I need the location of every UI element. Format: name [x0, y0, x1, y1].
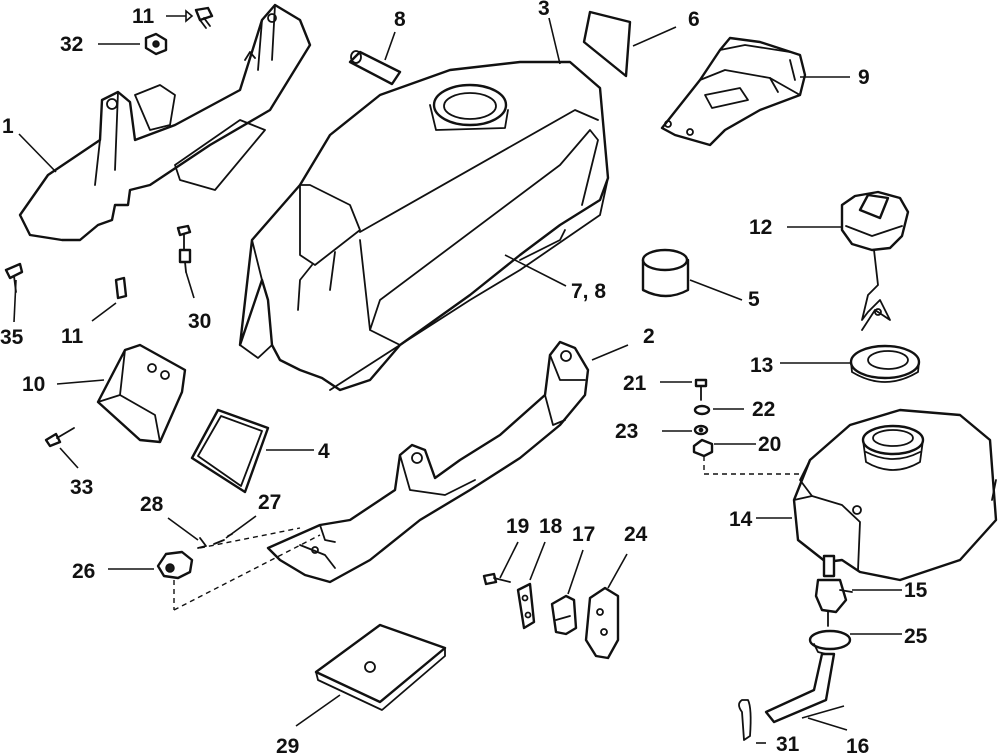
callout-6: 6 — [688, 8, 700, 31]
assembly-line-20 — [703, 456, 861, 500]
callout-35: 35 — [0, 326, 24, 349]
assembly-line-26 — [173, 534, 321, 611]
callout-15: 15 — [904, 579, 928, 602]
callout-31: 31 — [776, 733, 800, 756]
callout-11-mid: 11 — [61, 325, 84, 348]
part-32-nut — [144, 32, 168, 56]
callout-19: 19 — [506, 515, 529, 538]
part-23-washer — [693, 424, 709, 436]
callout-13: 13 — [750, 354, 773, 377]
part-20-nut — [692, 438, 714, 458]
callout-12: 12 — [749, 216, 772, 239]
part-28-pin — [197, 537, 207, 549]
part-3-motor-cover — [238, 60, 610, 392]
callout-24: 24 — [624, 523, 648, 546]
callout-4: 4 — [318, 440, 330, 463]
part-14-fuel-tank — [792, 408, 998, 582]
part-19-screw — [482, 572, 511, 586]
callout-23: 23 — [615, 420, 638, 443]
part-26-clip — [156, 550, 194, 580]
callout-27: 27 — [258, 491, 281, 514]
part-10-bracket — [96, 343, 187, 444]
part-8-sleeve — [348, 50, 402, 86]
callout-10: 10 — [22, 373, 45, 396]
part-11-screw-top — [194, 6, 214, 29]
callout-5: 5 — [748, 288, 760, 311]
part-11-screw-mid — [114, 276, 128, 300]
leader-lines — [13, 9, 902, 744]
part-35-screw — [4, 262, 24, 293]
callout-26: 26 — [72, 560, 95, 583]
callout-7-8: 7, 8 — [571, 280, 606, 303]
part-25-clamp — [808, 629, 852, 655]
callout-9: 9 — [858, 66, 870, 89]
part-24-cover — [584, 586, 620, 660]
part-29-plate — [314, 623, 447, 711]
callout-30: 30 — [188, 310, 211, 333]
part-6-decal — [582, 10, 632, 78]
part-1-left-support — [18, 3, 312, 242]
callout-2: 2 — [643, 325, 655, 348]
part-15-fuel-valve — [814, 554, 853, 627]
callout-18: 18 — [539, 515, 563, 538]
callout-16: 16 — [846, 735, 869, 756]
part-22-washer — [693, 404, 711, 416]
part-16-hose — [764, 652, 836, 724]
callout-29: 29 — [276, 735, 299, 756]
callout-1: 1 — [2, 115, 14, 138]
callout-28: 28 — [140, 493, 164, 516]
part-9-handle — [660, 36, 807, 147]
part-4-seal — [190, 408, 270, 494]
part-12-fuel-cap — [840, 190, 910, 331]
callout-32: 32 — [60, 33, 83, 56]
part-2-right-support — [266, 340, 590, 584]
part-18-plate — [516, 582, 536, 630]
part-33-screw — [44, 427, 75, 448]
callout-labels: 1 11 32 8 3 6 9 12 7, 8 5 2 13 21 22 23 … — [0, 0, 928, 756]
part-21-screw — [694, 378, 708, 401]
part-30-bolt — [176, 224, 192, 273]
callout-20: 20 — [758, 433, 781, 456]
callout-25: 25 — [904, 625, 928, 648]
callout-3: 3 — [538, 0, 550, 20]
callout-11-top: 11 — [132, 5, 155, 28]
part-5-bushing — [641, 248, 690, 298]
callout-21: 21 — [623, 372, 647, 395]
callout-17: 17 — [572, 523, 595, 546]
part-13-gasket — [849, 344, 921, 383]
part-17-clamp — [550, 594, 578, 636]
callout-8: 8 — [394, 8, 406, 31]
callout-22: 22 — [752, 398, 775, 421]
part-31-clip — [738, 699, 752, 741]
assembly-line-28 — [199, 527, 301, 549]
callout-14: 14 — [729, 508, 753, 531]
callout-33: 33 — [70, 476, 93, 499]
